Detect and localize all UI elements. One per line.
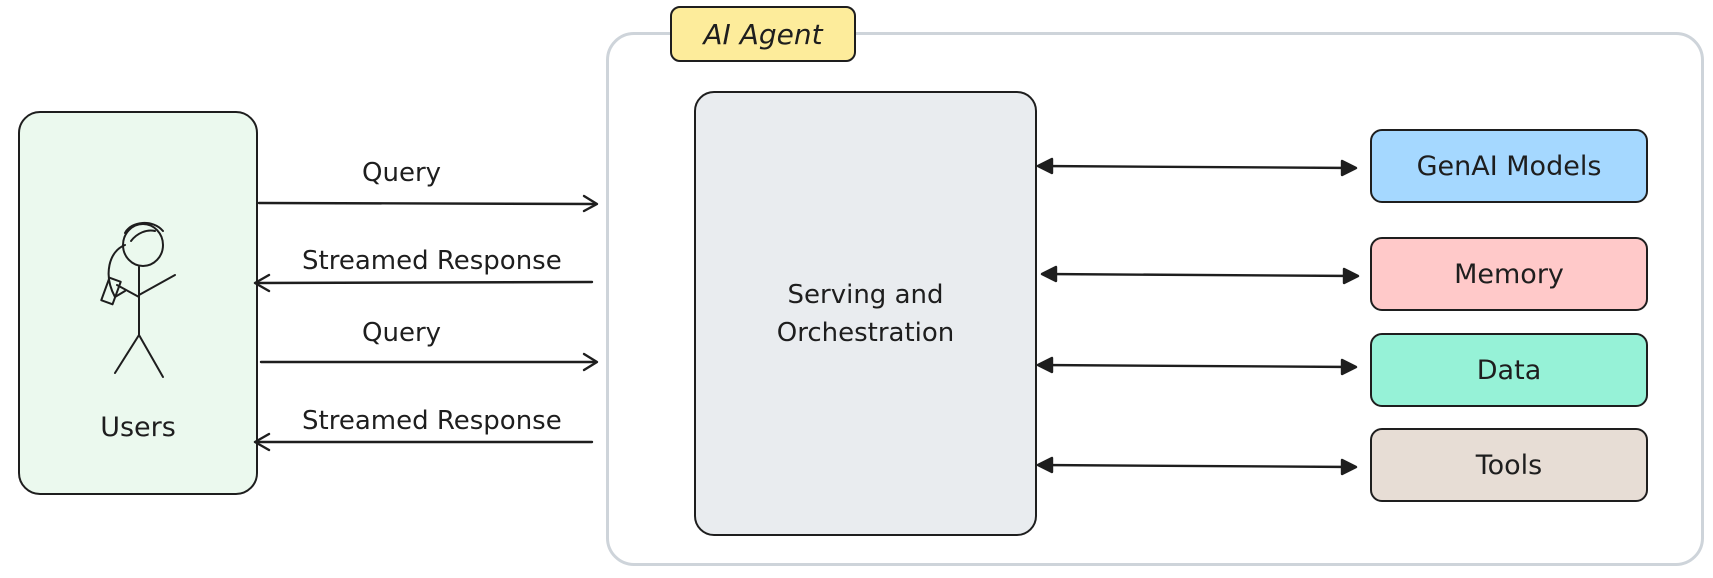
data-label: Data: [1476, 354, 1542, 386]
query-arrow-1: [257, 194, 599, 213]
ai-agent-container: [606, 32, 1704, 566]
flow-label-response-2: Streamed Response: [302, 406, 562, 436]
tools-link-arrow: [1036, 456, 1358, 476]
flow-label-query-2: Query: [362, 318, 442, 348]
memory-box: Memory: [1370, 237, 1648, 311]
tools-label: Tools: [1475, 449, 1543, 481]
flow-label-query-1: Query: [362, 158, 442, 188]
genai-models-label: GenAI Models: [1416, 150, 1602, 182]
ai-agent-title: AI Agent: [703, 17, 823, 51]
stick-figure-icon: [100, 222, 176, 378]
tools-box: Tools: [1370, 428, 1648, 502]
data-box: Data: [1370, 333, 1648, 407]
query-arrow-2: [259, 352, 599, 372]
serving-label-line1: Serving and: [787, 279, 944, 310]
response-arrow-2: [253, 432, 594, 452]
users-label: Users: [100, 412, 176, 443]
flow-label-response-1: Streamed Response: [302, 246, 562, 276]
serving-orchestration-box: Serving and Orchestration: [694, 91, 1037, 536]
serving-label-line2: Orchestration: [776, 317, 955, 348]
response-arrow-1: [253, 273, 594, 293]
memory-link-arrow: [1040, 265, 1360, 285]
memory-label: Memory: [1454, 258, 1564, 290]
genai-models-box: GenAI Models: [1370, 129, 1648, 203]
genai-models-link-arrow: [1036, 157, 1358, 177]
ai-agent-title-tag: AI Agent: [670, 6, 856, 62]
data-link-arrow: [1036, 356, 1358, 376]
